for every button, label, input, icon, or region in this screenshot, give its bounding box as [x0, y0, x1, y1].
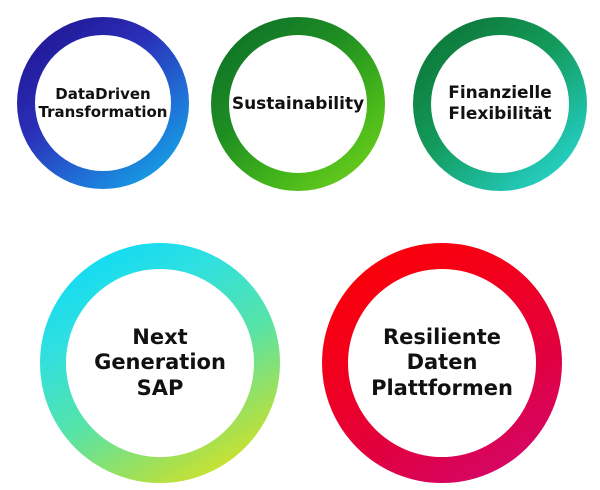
ring-resiliente-daten-plattformen: Resiliente Daten Plattformen [322, 243, 562, 483]
ring-center: Sustainability [229, 35, 367, 173]
ring-finanzielle-flexibilitaet: Finanzielle Flexibilität [413, 17, 587, 191]
ring-label-line: SAP [136, 375, 184, 400]
ring-center: Next Generation SAP [66, 269, 254, 457]
ring-label-line: Flexibilität [448, 104, 552, 124]
ring-label: Resiliente Daten Plattformen [371, 325, 513, 402]
ring-label-line: DataDriven [55, 84, 151, 103]
ring-center: Finanzielle Flexibilität [431, 35, 569, 173]
ring-label: Next Generation SAP [94, 325, 226, 402]
ring-label-line: Resiliente [383, 324, 501, 349]
ring-label-line: Finanzielle [448, 83, 552, 104]
ring-label: DataDriven Transformation [39, 85, 168, 122]
ring-label-line: Plattformen [371, 375, 513, 400]
ring-label: Finanzielle Flexibilität [448, 83, 552, 124]
ring-center: Resiliente Daten Plattformen [348, 269, 536, 457]
ring-label-line: Generation [94, 350, 226, 375]
ring-label-line: Transformation [38, 103, 168, 121]
ring-next-generation-sap: Next Generation SAP [40, 243, 280, 483]
ring-datadriven-transformation: DataDriven Transformation [17, 17, 189, 189]
ring-label-line: Daten [406, 350, 478, 375]
ring-center: DataDriven Transformation [35, 35, 171, 171]
ring-label-line: Next [132, 324, 188, 349]
ring-sustainability: Sustainability [211, 17, 385, 191]
ring-label: Sustainability [232, 94, 364, 115]
ring-label-line: Sustainability [231, 93, 365, 114]
